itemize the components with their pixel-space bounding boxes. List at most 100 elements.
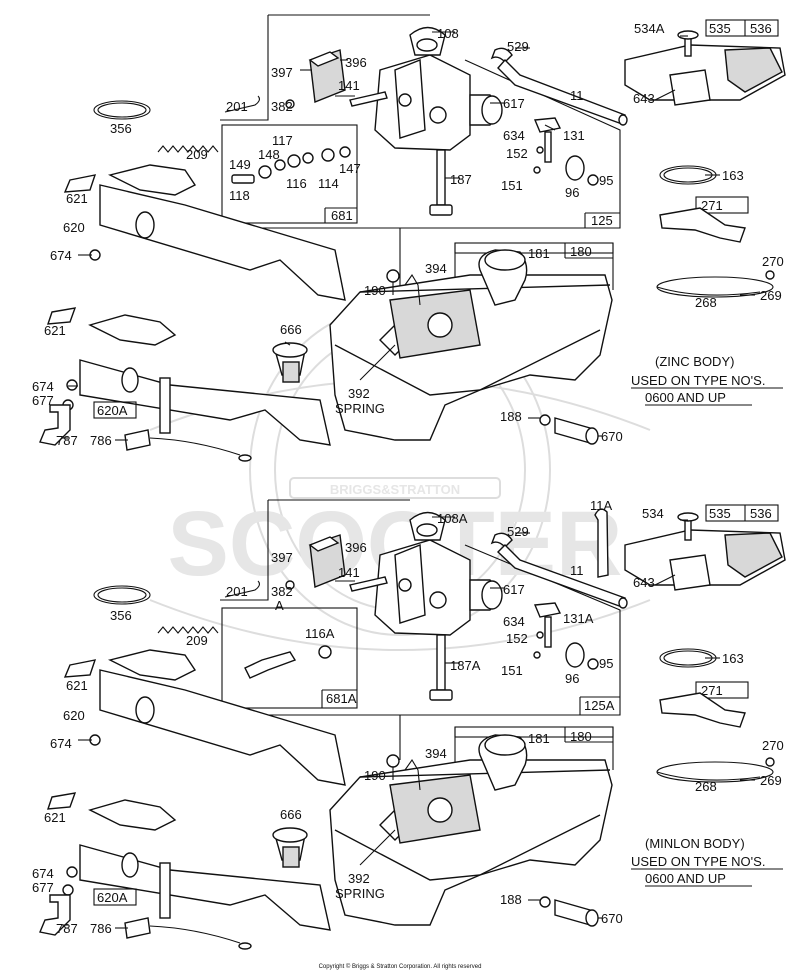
label-621d: 621 (44, 810, 66, 825)
label-187: 187 (450, 172, 472, 187)
label-529b: 529 (507, 524, 529, 539)
label-209b: 209 (186, 633, 208, 648)
label-535: 535 (709, 21, 731, 36)
bottom-labels: 108A 529 11A 534 535 536 397 396 11 643 … (32, 498, 784, 936)
copyright-text: Copyright © Briggs & Stratton Corporatio… (319, 963, 482, 970)
label-643b: 643 (633, 575, 655, 590)
label-536: 536 (750, 21, 772, 36)
label-392-spring: SPRING (335, 401, 385, 416)
label-356b: 356 (110, 608, 132, 623)
label-116: 116 (286, 176, 307, 191)
label-620a: 620A (97, 403, 128, 418)
label-149: 149 (229, 157, 251, 172)
label-382-a: A (275, 598, 284, 613)
top-assembly: 108 529 534A 535 536 397 396 11 643 141 … (32, 14, 786, 462)
label-95: 95 (599, 173, 613, 188)
label-131a: 131A (563, 611, 594, 626)
label-151b: 151 (501, 663, 523, 678)
label-11b: 11 (570, 563, 584, 578)
label-188b: 188 (500, 892, 522, 907)
top-note-line-3: 0600 AND UP (645, 390, 726, 405)
label-382b: 382 (271, 584, 293, 599)
watermark-badge: BRIGGS&STRATTON (330, 482, 460, 497)
label-620: 620 (63, 220, 85, 235)
bottom-assembly: 108A 529 11A 534 535 536 397 396 11 643 … (32, 498, 786, 950)
label-209: 209 (186, 147, 208, 162)
label-163: 163 (722, 168, 744, 183)
label-617b: 617 (503, 582, 525, 597)
label-787b: 787 (56, 921, 78, 936)
bottom-note-line-2: USED ON TYPE NO'S. (631, 854, 765, 869)
label-271: 271 (701, 198, 723, 213)
label-666b: 666 (280, 807, 302, 822)
label-674b: 674 (32, 379, 54, 394)
label-397b: 397 (271, 550, 293, 565)
label-681: 681 (331, 208, 353, 223)
label-396: 396 (345, 55, 367, 70)
label-268b: 268 (695, 779, 717, 794)
label-147: 147 (339, 161, 361, 176)
label-786b: 786 (90, 921, 112, 936)
label-201: 201 (226, 99, 248, 114)
label-677b: 677 (32, 880, 54, 895)
top-note-line-2: USED ON TYPE NO'S. (631, 373, 765, 388)
label-108: 108 (437, 26, 459, 41)
label-131: 131 (563, 128, 585, 143)
label-394: 394 (425, 261, 447, 276)
label-108a: 108A (437, 511, 468, 526)
label-116a: 116A (305, 626, 335, 641)
label-634b: 634 (503, 614, 525, 629)
label-125a: 125A (584, 698, 615, 713)
label-180b: 180 (570, 729, 592, 744)
label-392: 392 (348, 386, 370, 401)
label-114: 114 (318, 176, 339, 191)
label-534a: 534A (634, 21, 665, 36)
label-677: 677 (32, 393, 54, 408)
label-681a: 681A (326, 691, 357, 706)
label-529: 529 (507, 39, 529, 54)
bottom-note-line-1: (MINLON BODY) (645, 836, 745, 851)
label-621: 621 (66, 191, 88, 206)
label-392-spring-b: SPRING (335, 886, 385, 901)
label-674: 674 (50, 248, 72, 263)
label-270: 270 (762, 254, 784, 269)
label-643: 643 (633, 91, 655, 106)
top-note: (ZINC BODY) USED ON TYPE NO'S. 0600 AND … (631, 354, 783, 406)
label-117: 117 (272, 133, 293, 148)
label-141: 141 (338, 78, 360, 93)
label-394b: 394 (425, 746, 447, 761)
label-396b: 396 (345, 540, 367, 555)
label-670: 670 (601, 429, 623, 444)
label-152: 152 (506, 146, 528, 161)
label-356: 356 (110, 121, 132, 136)
label-95b: 95 (599, 656, 613, 671)
label-620b: 620 (63, 708, 85, 723)
label-621b: 621 (44, 323, 66, 338)
label-536b: 536 (750, 506, 772, 521)
label-188: 188 (500, 409, 522, 424)
label-787: 787 (56, 433, 78, 448)
bottom-note: (MINLON BODY) USED ON TYPE NO'S. 0600 AN… (631, 836, 783, 887)
label-397: 397 (271, 65, 293, 80)
label-201b: 201 (226, 584, 248, 599)
label-620a-b: 620A (97, 890, 128, 905)
label-118: 118 (229, 188, 250, 203)
label-11: 11 (570, 88, 584, 103)
label-190b: 190 (364, 768, 386, 783)
label-270b: 270 (762, 738, 784, 753)
label-163b: 163 (722, 651, 744, 666)
label-152b: 152 (506, 631, 528, 646)
label-269: 269 (760, 288, 782, 303)
bottom-note-line-3: 0600 AND UP (645, 871, 726, 886)
label-382: 382 (271, 99, 293, 114)
label-180: 180 (570, 244, 592, 259)
label-190: 190 (364, 283, 386, 298)
label-151: 151 (501, 178, 523, 193)
label-621c: 621 (66, 678, 88, 693)
label-141b: 141 (338, 565, 360, 580)
label-268: 268 (695, 295, 717, 310)
label-392b: 392 (348, 871, 370, 886)
label-674d: 674 (32, 866, 54, 881)
label-148: 148 (258, 147, 280, 162)
